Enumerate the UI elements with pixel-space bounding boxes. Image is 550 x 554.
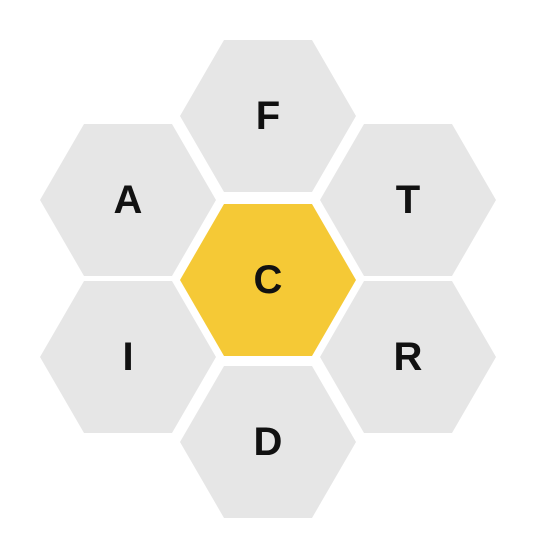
cell-letter: R: [393, 335, 423, 379]
hex-cell-upper-left[interactable]: A: [40, 124, 216, 276]
hex-cell-upper-right[interactable]: T: [320, 124, 496, 276]
hex-shape: [180, 366, 356, 518]
hex-cell-center[interactable]: C: [180, 204, 356, 356]
cell-letter: T: [395, 178, 421, 222]
cell-letter: F: [255, 94, 281, 138]
hex-cell-top[interactable]: F: [180, 40, 356, 192]
cell-letter: D: [253, 420, 283, 464]
cell-letter: I: [122, 335, 134, 379]
hex-shape: [320, 281, 496, 433]
cell-letter: A: [113, 178, 143, 222]
hex-cell-lower-left[interactable]: I: [40, 281, 216, 433]
hex-cell-bottom[interactable]: D: [180, 366, 356, 518]
hex-shape: [40, 281, 216, 433]
hex-shape: [320, 124, 496, 276]
center-letter: C: [253, 258, 283, 302]
hex-cell-lower-right[interactable]: R: [320, 281, 496, 433]
